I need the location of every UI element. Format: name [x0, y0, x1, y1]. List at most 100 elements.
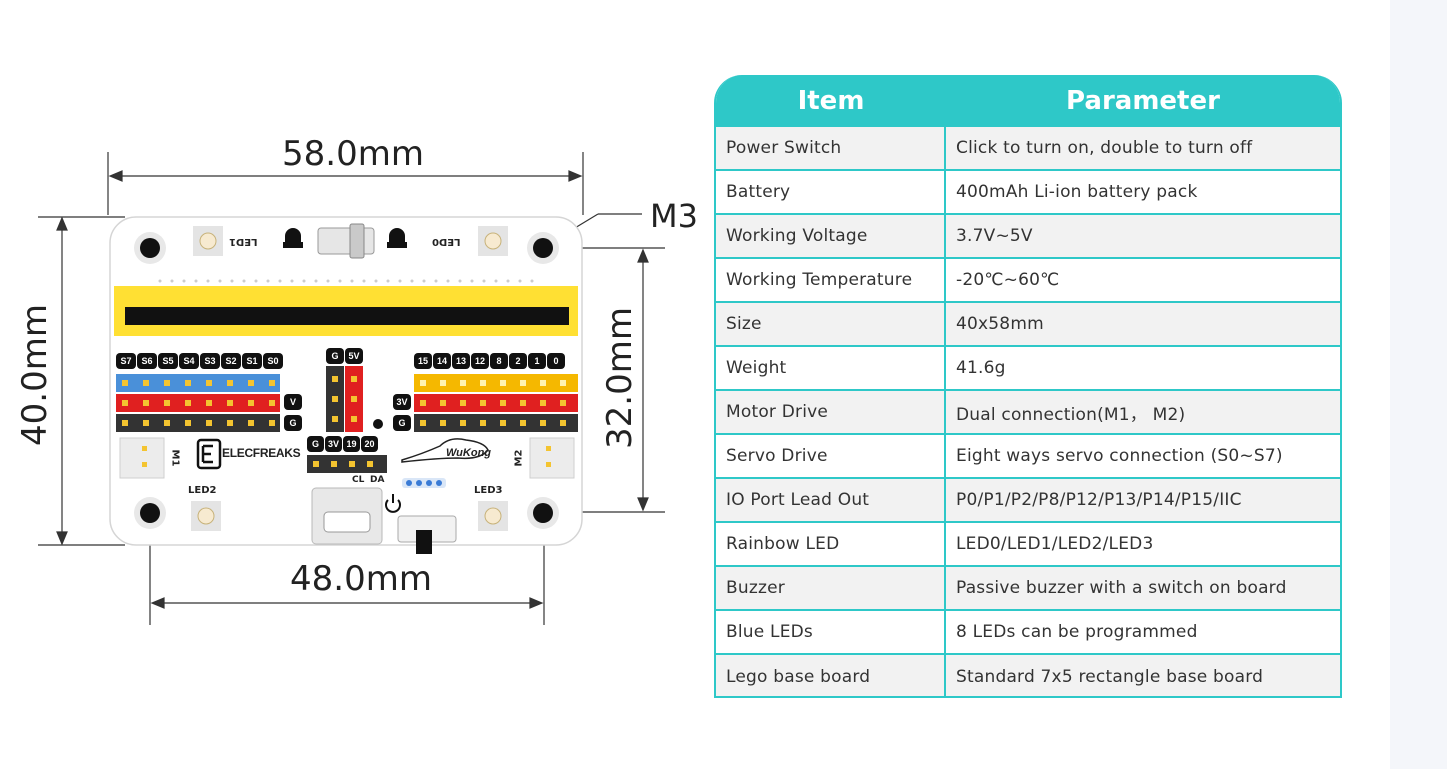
rainbow-leds	[191, 226, 508, 531]
right-side-panel	[1390, 0, 1447, 769]
parameter-cell: 41.6g	[956, 358, 1006, 378]
width-dimension: 58.0mm	[282, 134, 424, 174]
item-cell: Motor Drive	[716, 391, 946, 433]
parameter-cell: 3.7V~5V	[956, 226, 1033, 246]
parameter-cell: P0/P1/P2/P8/P12/P13/P14/P15/IIC	[956, 490, 1242, 510]
table-row: Buzzer Passive buzzer with a switch on bo…	[716, 567, 1340, 611]
table-row: Weight 41.6g	[716, 347, 1340, 391]
item-cell: Size	[716, 303, 946, 345]
table-row: Motor Drive Dual connection(M1， M2)	[716, 391, 1340, 435]
table-row: Size 40x58mm	[716, 303, 1340, 347]
parameter-cell: 8 LEDs can be programmed	[956, 622, 1198, 642]
led1-label: LED1	[229, 236, 258, 247]
power-switch-graphic	[283, 223, 407, 259]
parameter-cell: Dual connection(M1， M2)	[956, 404, 1186, 425]
blue-leds	[402, 478, 446, 488]
pin-label: 12	[471, 353, 489, 369]
pin-label: S1	[242, 353, 262, 369]
table-row: Battery 400mAh Li-ion battery pack	[716, 171, 1340, 215]
pin-label: S6	[137, 353, 157, 369]
pin-label: 3V	[325, 436, 342, 452]
table-row: Working Voltage 3.7V~5V	[716, 215, 1340, 259]
pin-label: S3	[200, 353, 220, 369]
parameter-cell: 40x58mm	[956, 314, 1044, 334]
pin-label: 8	[490, 353, 508, 369]
led0-label: LED0	[432, 236, 461, 247]
pin-label: G	[307, 436, 324, 452]
item-cell: Weight	[716, 347, 946, 389]
pin-label: 20	[361, 436, 378, 452]
header-parameter: Parameter	[1066, 86, 1220, 116]
bottom-switch	[397, 515, 457, 554]
power-pin-labels: G 5V	[326, 348, 363, 364]
item-cell: Power Switch	[716, 127, 946, 169]
item-cell: Working Temperature	[716, 259, 946, 301]
edge-connector-slot	[125, 307, 569, 325]
pin-label: 2	[509, 353, 527, 369]
dimension-lines	[38, 152, 665, 625]
parameter-cell: LED0/LED1/LED2/LED3	[956, 534, 1154, 554]
table-row: Power Switch Click to turn on, double to …	[716, 127, 1340, 171]
pin-label: 5V	[345, 348, 363, 364]
table-row: Servo Drive Eight ways servo connection (…	[716, 435, 1340, 479]
g-pin-tag: G	[284, 415, 302, 431]
board-diagram: 58.0mm 48.0mm 40.0mm 32.0mm M3 LED1 LED0…	[0, 0, 700, 769]
pin-label: 1	[528, 353, 546, 369]
m1-label: M1	[169, 449, 181, 467]
parameter-cell: Passive buzzer with a switch on board	[956, 578, 1287, 598]
mounting-holes	[134, 232, 559, 529]
table-row: Blue LEDs 8 LEDs can be programmed	[716, 611, 1340, 655]
pin-label: G	[326, 348, 344, 364]
board-drawing	[38, 152, 665, 625]
servo-header	[116, 374, 280, 432]
item-cell: Working Voltage	[716, 215, 946, 257]
item-cell: Servo Drive	[716, 435, 946, 477]
height-dimension: 40.0mm	[15, 304, 55, 446]
pin-label: S5	[158, 353, 178, 369]
pin-label: 0	[547, 353, 565, 369]
spec-table-header: Item Parameter	[716, 75, 1340, 127]
hole-size-label: M3	[650, 197, 698, 235]
parameter-cell: -20℃~60℃	[956, 270, 1060, 290]
pin-label: 19	[343, 436, 360, 452]
item-cell: Buzzer	[716, 567, 946, 609]
wukong-label: WuKong	[446, 447, 492, 459]
v3-pin-tag: 3V	[393, 394, 411, 410]
hole-height-dimension: 32.0mm	[600, 307, 640, 449]
led3-label: LED3	[474, 485, 503, 496]
pin-label: S0	[263, 353, 283, 369]
iic-pin-labels: G 3V 19 20	[307, 436, 378, 452]
cl-label: CL	[352, 475, 365, 485]
power-icon	[385, 494, 401, 513]
pin-label: 15	[414, 353, 432, 369]
v-pin-tag: V	[284, 394, 302, 410]
table-row: Lego base board Standard 7x5 rectangle ba…	[716, 655, 1340, 696]
parameter-cell: Eight ways servo connection (S0~S7)	[956, 446, 1283, 466]
parameter-cell: 400mAh Li-ion battery pack	[956, 182, 1198, 202]
g-pin-tag-right: G	[393, 415, 411, 431]
item-cell: Battery	[716, 171, 946, 213]
item-cell: Blue LEDs	[716, 611, 946, 653]
table-row: Working Temperature -20℃~60℃	[716, 259, 1340, 303]
pin-label: 13	[452, 353, 470, 369]
dotted-row	[158, 279, 534, 283]
parameter-cell: Standard 7x5 rectangle base board	[956, 667, 1264, 687]
motor-connectors	[119, 437, 575, 479]
item-cell: Lego base board	[716, 655, 946, 696]
parameter-cell: Click to turn on, double to turn off	[956, 138, 1253, 158]
iic-header	[307, 455, 387, 473]
pin-label: S4	[179, 353, 199, 369]
wukong-logo	[401, 438, 489, 463]
spec-table: Item Parameter Power Switch Click to turn…	[714, 75, 1342, 698]
pin-label: S7	[116, 353, 136, 369]
m2-label: M2	[513, 449, 525, 467]
usb-port	[311, 487, 383, 545]
pin-label: 14	[433, 353, 451, 369]
brand-label: ELECFREAKS	[222, 446, 301, 460]
io-pin-labels: 15 14 13 12 8 2 1 0	[414, 353, 565, 369]
power-header	[326, 366, 383, 432]
io-header	[414, 374, 578, 432]
pin-label: S2	[221, 353, 241, 369]
